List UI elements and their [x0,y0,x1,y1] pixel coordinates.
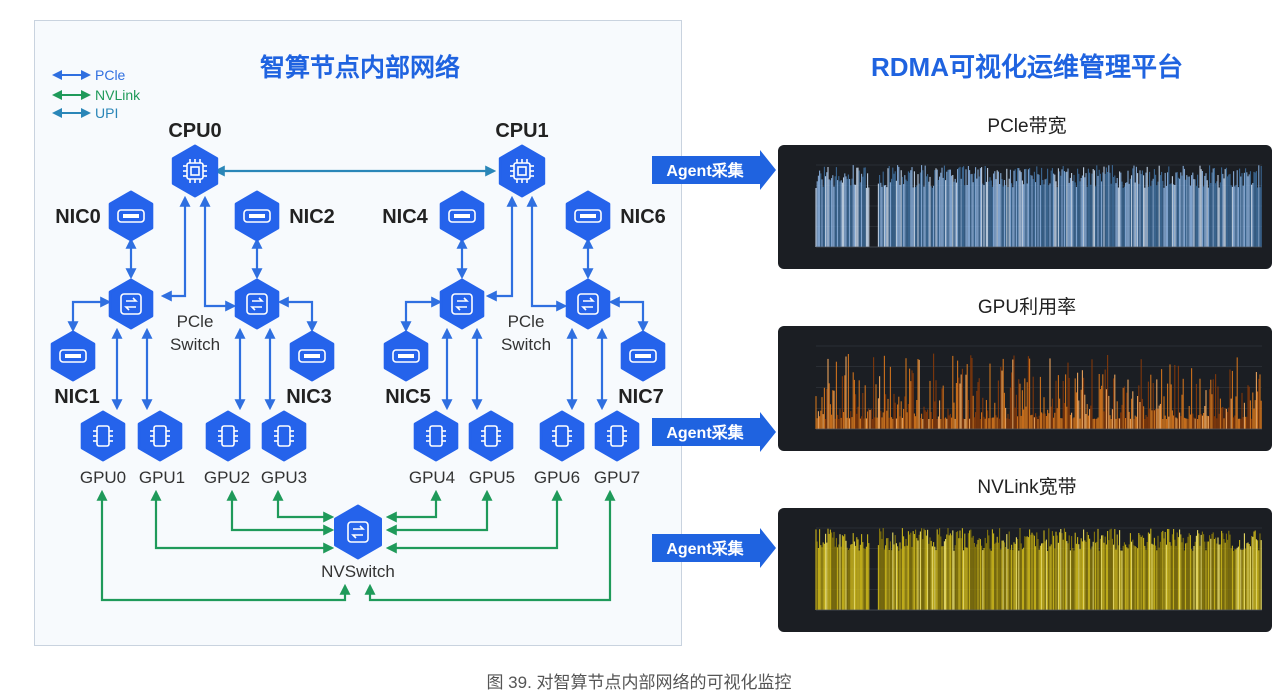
nic5-label: NIC5 [385,386,431,408]
nvswitch-node [334,504,382,560]
gpu-utilization-chart [778,326,1272,451]
left-title: 智算节点内部网络 [260,53,460,82]
connectors [67,165,649,602]
agent-arrow-nvlink: Agent采集 [652,528,776,568]
gpu-icon [481,425,501,447]
nic3-node [289,330,335,382]
switch-icon [451,293,473,315]
pcie-switch-1 [108,278,154,330]
gpu7-node [594,410,640,462]
nic1-node [50,330,96,382]
nic3-label: NIC3 [286,386,332,408]
pcie-switch-left-line1: PCle [177,312,214,331]
cpu-icon [183,159,207,183]
gpu6-label: GPU6 [534,468,580,487]
nic4-node [439,190,485,242]
pcie-switch-right-line1: PCle [508,312,545,331]
cpu0-node [171,144,219,198]
switch-icon [120,293,142,315]
agent-label-gpu: Agent采集 [666,423,744,442]
nic2-label: NIC2 [289,206,335,228]
agent-arrow-shape [652,412,776,452]
nic5-node [383,330,429,382]
pcie-switch-2 [234,278,280,330]
pcie-switch-right-line2: Switch [501,335,551,354]
legend-nvlink: NVLink [95,87,141,103]
nic0-node [108,190,154,242]
gpu-icon [552,425,572,447]
switch-icon [347,521,369,543]
nic6-label: NIC6 [620,206,666,228]
gpu0-node [80,410,126,462]
gpu4-label: GPU4 [409,468,455,487]
nic-icon [117,209,145,223]
nic0-label: NIC0 [55,206,101,228]
gpu-icon [274,425,294,447]
nodes [50,144,666,560]
gpu0-label: GPU0 [80,468,126,487]
chart-texture [815,165,1262,247]
legend: PCle NVLink UPI [52,67,141,121]
cpu0-label: CPU0 [168,120,221,142]
right-title: RDMA可视化运维管理平台 [871,52,1183,82]
gpu-icon [607,425,627,447]
chart-title-nvlink: NVLink宽带 [977,476,1076,498]
agent-label-nvlink: Agent采集 [666,539,744,558]
chart-texture [815,528,1262,610]
nic-icon [574,209,602,223]
gpu-icon [93,425,113,447]
gpu5-node [468,410,514,462]
pcie-switch-3 [439,278,485,330]
legend-pcie: PCle [95,67,126,83]
nic-icon [298,349,326,363]
nic-icon [448,209,476,223]
pcie-bandwidth-chart [778,145,1272,269]
cpu1-label: CPU1 [495,120,548,142]
figure-caption: 图 39. 对智算节点内部网络的可视化监控 [486,673,792,692]
gpu2-label: GPU2 [204,468,250,487]
nvlink-bandwidth-chart [778,508,1272,632]
node-labels: CPU0 CPU1 NIC0 NIC2 NIC4 NIC6 NIC1 NIC3 … [54,120,666,408]
gpu6-node [539,410,585,462]
nic1-label: NIC1 [54,386,100,408]
gpu-icon [218,425,238,447]
nic-icon [629,349,657,363]
agent-arrow-shape [652,528,776,568]
agent-arrow-shape [652,150,776,190]
gpu7-label: GPU7 [594,468,640,487]
agent-arrow-gpu: Agent采集 [652,412,776,452]
cpu1-node [498,144,546,198]
pcie-switch-left-line2: Switch [170,335,220,354]
chart-texture [815,353,1262,429]
pcie-switch-4 [565,278,611,330]
switch-icon [246,293,268,315]
chart-title-pcie: PCle带宽 [987,115,1066,137]
gpu-icon [426,425,446,447]
agent-arrow-pcie: Agent采集 [652,150,776,190]
nvswitch-label: NVSwitch [321,562,395,581]
gpu1-label: GPU1 [139,468,185,487]
gpu2-node [205,410,251,462]
cpu-icon [510,159,534,183]
nic6-node [565,190,611,242]
gpu5-label: GPU5 [469,468,515,487]
nic2-node [234,190,280,242]
gpu3-node [261,410,307,462]
nic7-node [620,330,666,382]
gpu4-node [413,410,459,462]
switch-icon [577,293,599,315]
agent-label-pcie: Agent采集 [666,161,744,180]
gpu1-node [137,410,183,462]
nic7-label: NIC7 [618,386,664,408]
gpu-labels: GPU0 GPU1 GPU2 GPU3 GPU4 GPU5 GPU6 GPU7 … [80,312,640,581]
chart-title-gpu: GPU利用率 [978,296,1076,318]
gpu3-label: GPU3 [261,468,307,487]
nic-icon [243,209,271,223]
legend-upi: UPI [95,105,118,121]
nic-icon [392,349,420,363]
nic4-label: NIC4 [382,206,428,228]
nic-icon [59,349,87,363]
gpu-icon [150,425,170,447]
